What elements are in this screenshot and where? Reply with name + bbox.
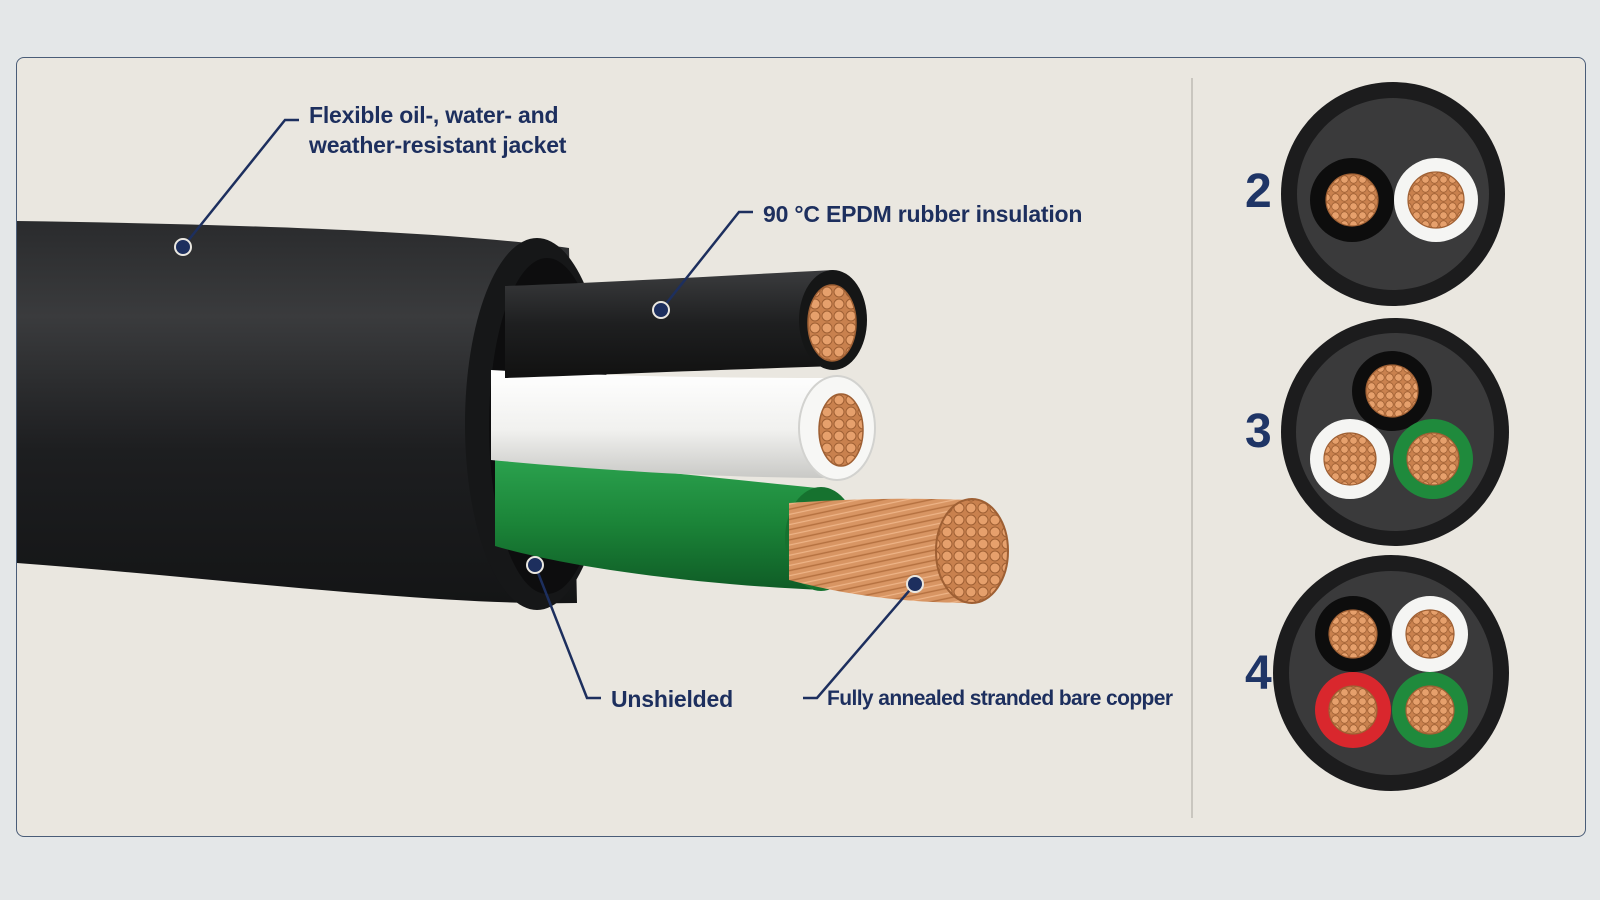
white-conductor-copper: [818, 393, 864, 467]
copper-end-face: [935, 498, 1009, 604]
diagram-panel: Flexible oil-, water- and weather-resist…: [16, 57, 1586, 837]
section-divider: [1191, 78, 1193, 818]
conductor-count-3: 3: [1245, 405, 1272, 458]
conductor-callout: Fully annealed stranded bare copper: [827, 687, 1173, 710]
bare-copper-strands: [789, 498, 977, 603]
black-conductor-copper: [807, 284, 857, 362]
black-insulated-conductor: [505, 270, 837, 378]
cross-section-4: [1273, 555, 1509, 791]
insulation-leader-dot: [652, 301, 670, 319]
jacket-leader-line: [182, 118, 299, 248]
conductor-count-2: 2: [1245, 165, 1272, 218]
shield-leader-dot: [526, 556, 544, 574]
cable-diagram: [17, 82, 1509, 791]
jacket-leader-dot: [174, 238, 192, 256]
insulation-leader-line: [660, 210, 753, 311]
conductor-leader-dot: [906, 575, 924, 593]
shield-leader-line: [533, 564, 601, 700]
insulation-callout: 90 °C EPDM rubber insulation: [763, 201, 1083, 227]
shield-callout: Unshielded: [611, 686, 733, 712]
white-insulated-conductor: [491, 370, 839, 478]
cable-jacket: [17, 221, 577, 604]
conductor-leader-line: [803, 583, 916, 700]
green-insulated-conductor: [495, 458, 825, 590]
cross-section-3: [1281, 318, 1509, 546]
jacket-callout: Flexible oil-, water- and weather-resist…: [309, 102, 567, 158]
conductor-count-4: 4: [1245, 647, 1272, 700]
cross-section-2: [1281, 82, 1505, 306]
